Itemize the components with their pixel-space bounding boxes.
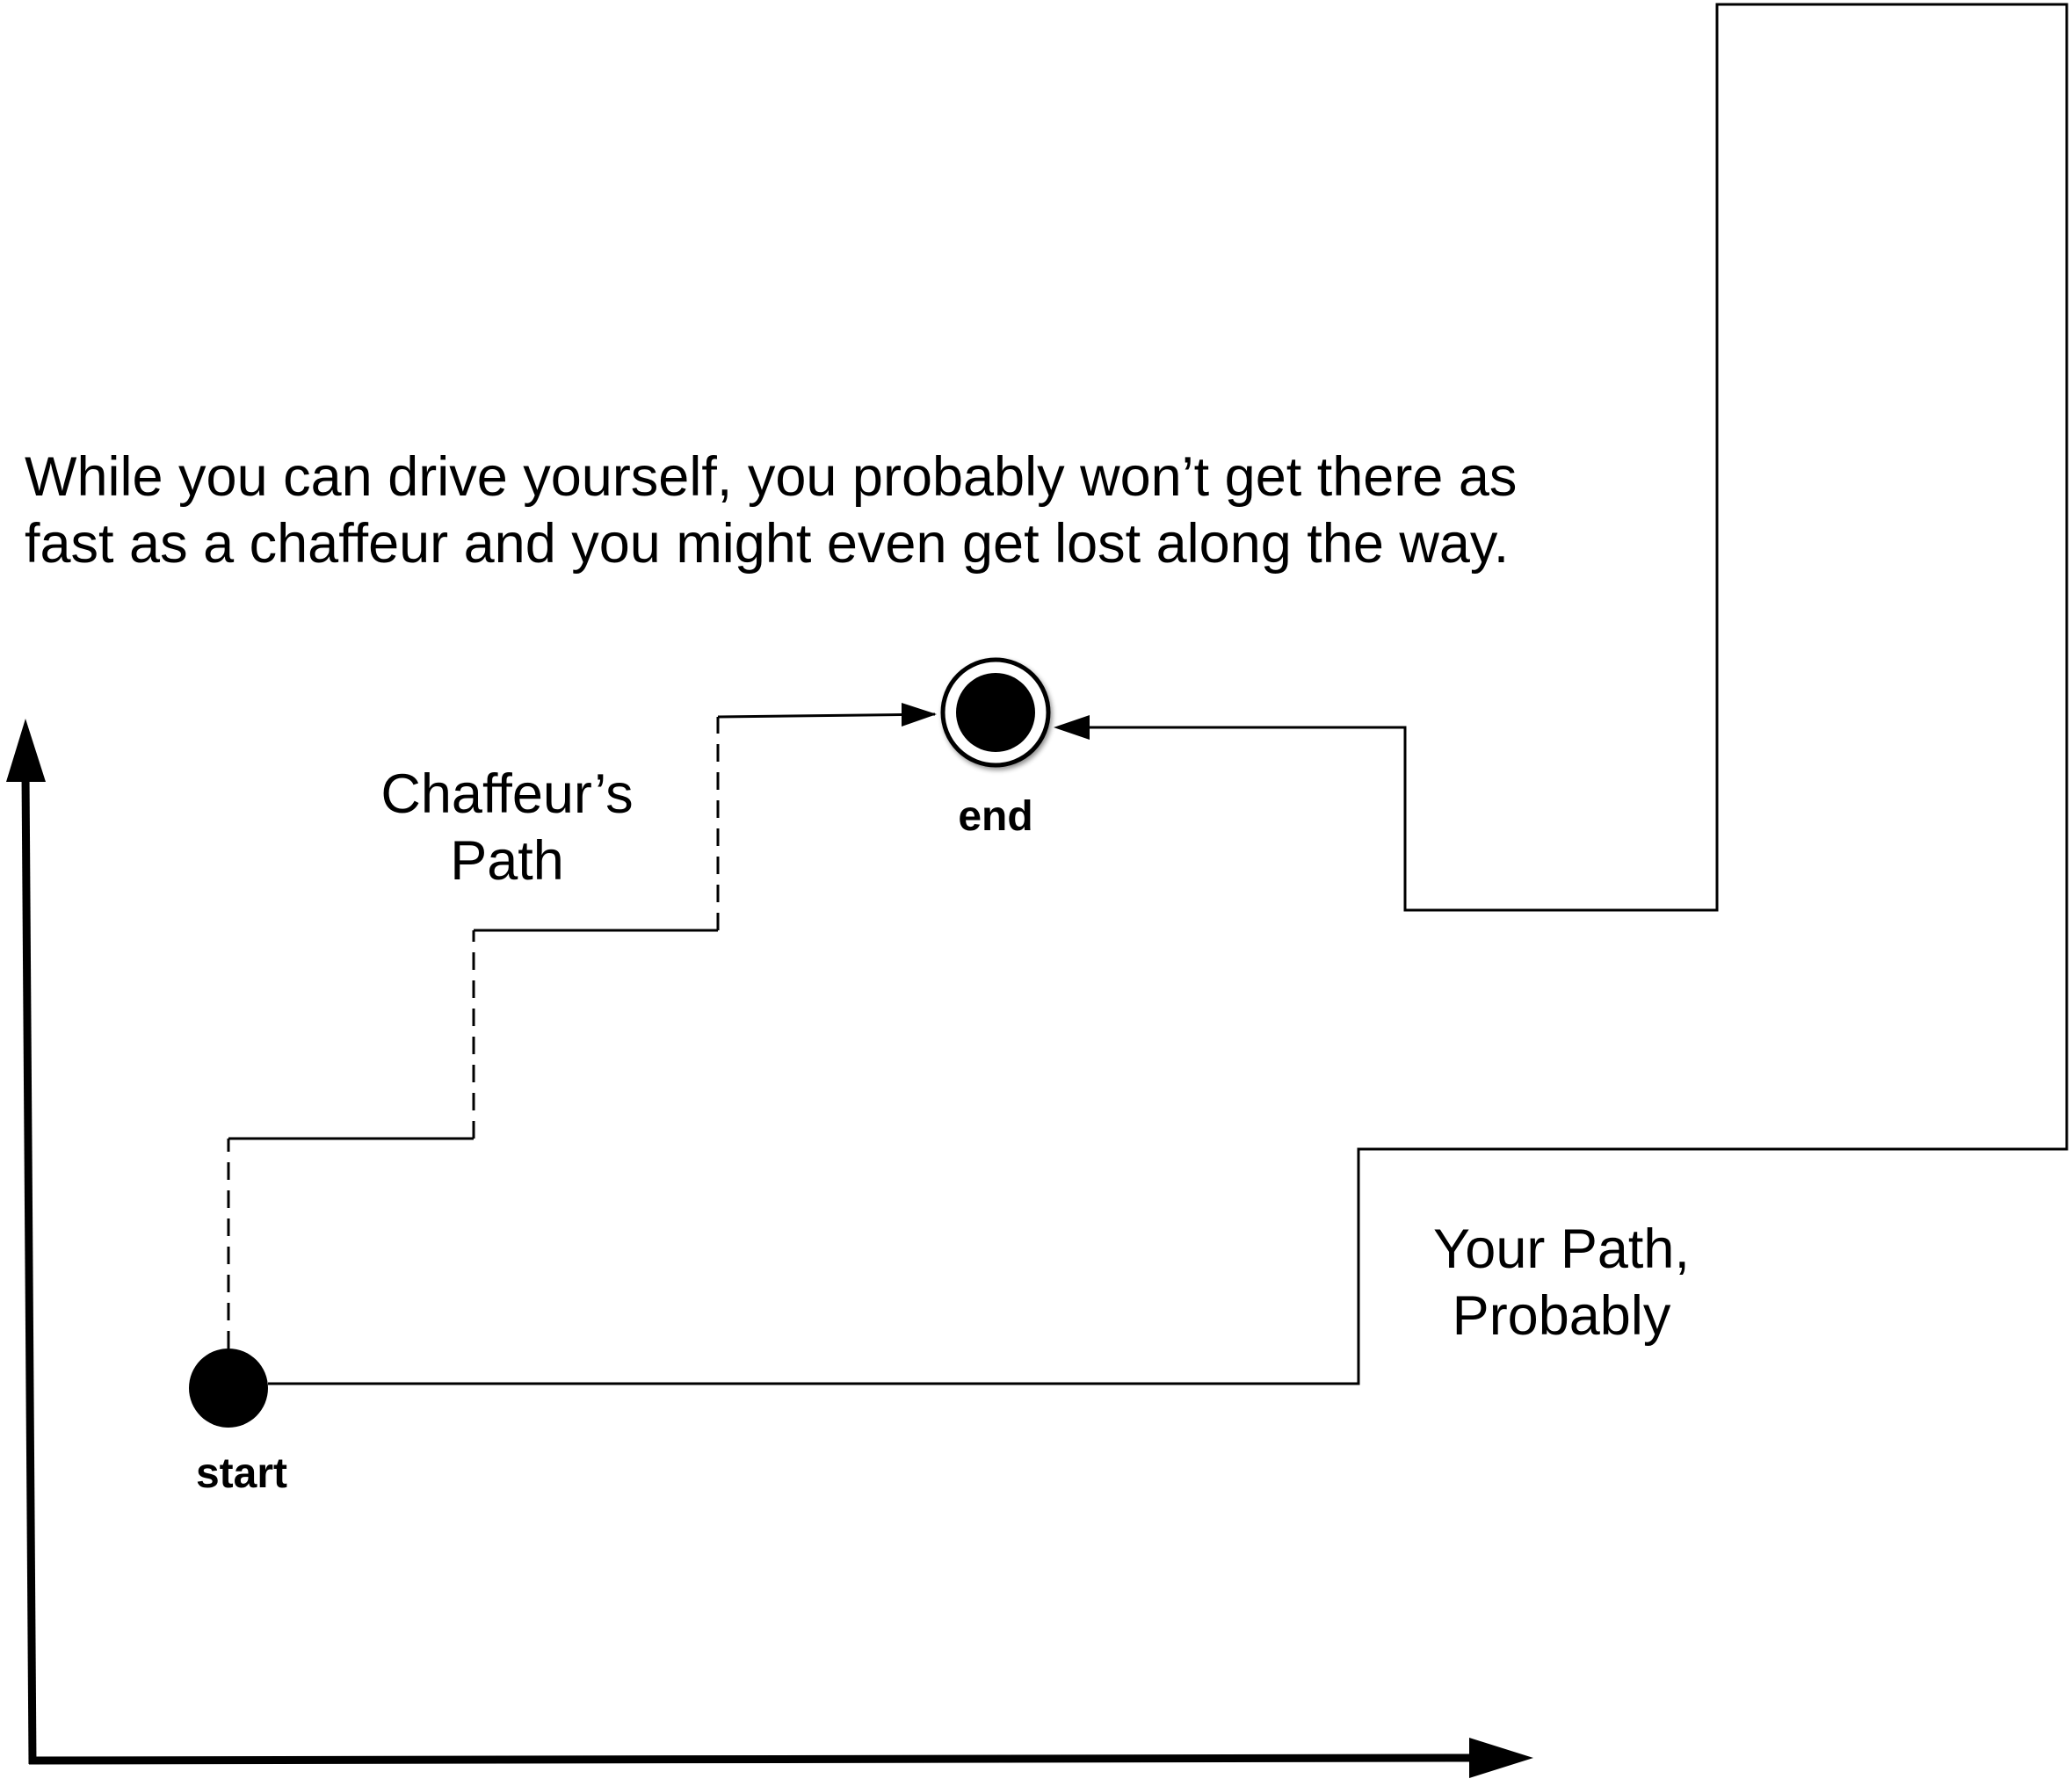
caption-line-2: fast as a chaffeur and you might even ge… [25,513,1510,575]
start-node [189,1349,268,1428]
your-path-line [268,3,2068,1385]
your-path-arrowhead [1054,715,1090,740]
x-axis-arrowhead [1469,1738,1533,1778]
your-path-label: Your Path, Probably [1386,1216,1737,1349]
y-axis-arrowhead [6,719,46,782]
x-axis [28,1753,1477,1765]
your-path-label-line-2: Probably [1452,1285,1671,1347]
chauffeur-path-final [717,712,936,719]
y-axis [21,772,37,1765]
chauffeur-path [227,703,937,1349]
chauffeur-path-label-line-2: Path [450,830,564,892]
your-path [268,3,2068,1385]
chauffeur-path-arrowhead [902,703,937,727]
start-label: start [195,1450,288,1497]
caption-line-1: While you can drive yourself, you probab… [25,446,1518,508]
end-label: end [958,793,1033,840]
chauffeur-path-label-line-1: Chaffeur’s [380,763,634,825]
end-node [940,657,1051,768]
chauffeur-path-label: Chaffeur’s Path [331,761,683,894]
diagram-caption: While you can drive yourself, you probab… [25,444,1694,577]
your-path-label-line-1: Your Path, [1433,1218,1690,1280]
